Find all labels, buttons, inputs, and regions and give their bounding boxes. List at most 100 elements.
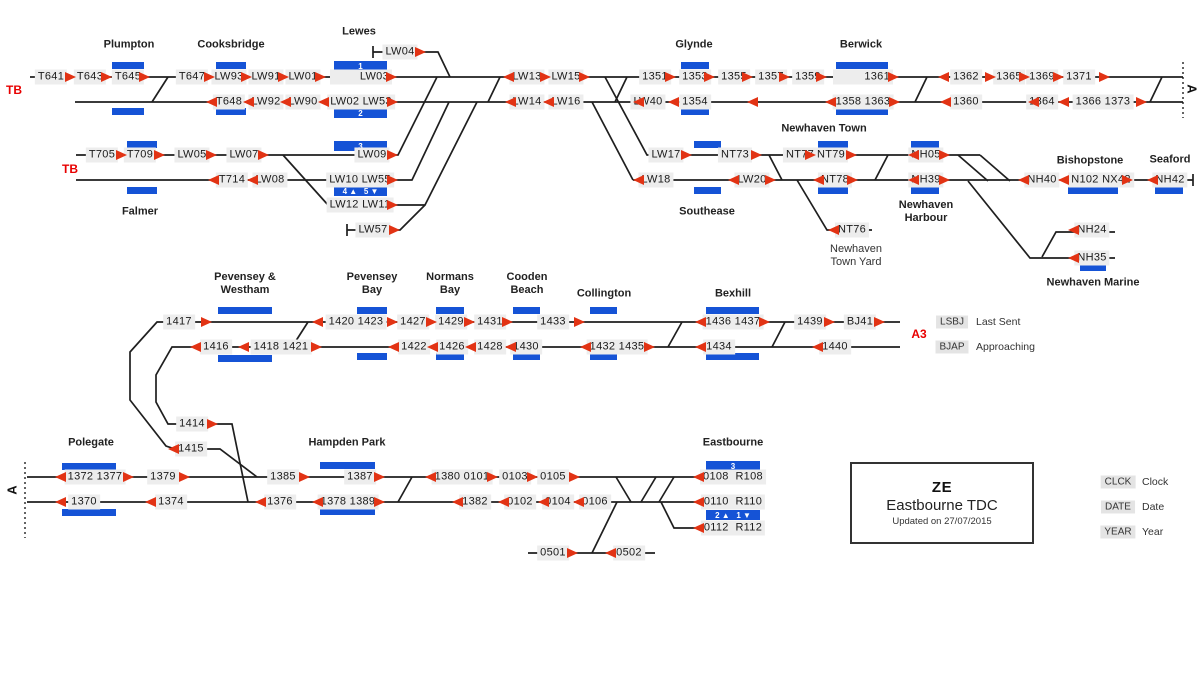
berth-1416[interactable]: 1416: [200, 339, 232, 355]
berth-1430[interactable]: 1430: [510, 339, 542, 355]
berth-1432-1435[interactable]: 1432 1435: [586, 339, 648, 355]
berth-NT76[interactable]: NT76: [834, 222, 870, 238]
berth-1372-1377[interactable]: 1372 1377: [64, 469, 126, 485]
berth-NH24[interactable]: NH24: [1074, 222, 1110, 238]
berth-LW04[interactable]: LW04: [382, 44, 418, 60]
berth-1420-1423[interactable]: 1420 1423: [325, 314, 387, 330]
platform-bar: [436, 353, 464, 360]
berth-LW07[interactable]: LW07: [226, 147, 262, 163]
berth-T645[interactable]: T645: [111, 69, 145, 85]
berth-1355[interactable]: 1355: [718, 69, 750, 85]
berth-T705[interactable]: T705: [85, 147, 119, 163]
berth-1369[interactable]: 1369: [1026, 69, 1058, 85]
berth-NH42[interactable]: NH42: [1152, 172, 1188, 188]
berth-LW20[interactable]: LW20: [734, 172, 770, 188]
berth-1357[interactable]: 1357: [755, 69, 787, 85]
berth-0106[interactable]: 0106: [579, 494, 611, 510]
berth-1422[interactable]: 1422: [398, 339, 430, 355]
platform-bar: [436, 307, 464, 314]
berth-1382[interactable]: 1382: [459, 494, 491, 510]
berth-1366-1373[interactable]: 1366 1373: [1072, 94, 1134, 110]
berth-1380-0101[interactable]: 1380 0101: [431, 469, 493, 485]
berth-1414[interactable]: 1414: [176, 416, 208, 432]
berth-1415[interactable]: 1415: [175, 441, 207, 457]
berth-T709[interactable]: T709: [123, 147, 157, 163]
berth-LW02-LW53[interactable]: LW02 LW53: [327, 94, 395, 110]
direction-arrow-left: [145, 497, 156, 507]
berth-1417[interactable]: 1417: [163, 314, 195, 330]
berth-1418-1421[interactable]: 1418 1421: [250, 339, 312, 355]
berth-LW91[interactable]: LW91: [248, 69, 284, 85]
berth-0105[interactable]: 0105: [537, 469, 569, 485]
berth-1360[interactable]: 1360: [950, 94, 982, 110]
berth-1354[interactable]: 1354: [679, 94, 711, 110]
berth-1434[interactable]: 1434: [703, 339, 735, 355]
berth-LW03[interactable]: LW03: [330, 69, 392, 85]
berth-LW13[interactable]: LW13: [509, 69, 545, 85]
berth-LW16[interactable]: LW16: [548, 94, 584, 110]
berth-1379[interactable]: 1379: [147, 469, 179, 485]
berth-NT73[interactable]: NT73: [717, 147, 753, 163]
berth-LW05[interactable]: LW05: [174, 147, 210, 163]
berth-1358-1363[interactable]: 1358 1363: [832, 94, 894, 110]
berth-T641[interactable]: T641: [34, 69, 68, 85]
berth-LW09[interactable]: LW09: [354, 147, 390, 163]
berth-T643[interactable]: T643: [73, 69, 107, 85]
platform-bar: [681, 62, 709, 69]
direction-arrow-right: [154, 150, 165, 160]
berth-LW17[interactable]: LW17: [648, 147, 684, 163]
berth-BJ41[interactable]: BJ41: [843, 314, 877, 330]
berth-1353[interactable]: 1353: [679, 69, 711, 85]
berth-1433[interactable]: 1433: [537, 314, 569, 330]
berth-0103[interactable]: 0103: [499, 469, 531, 485]
berth-0110-R110[interactable]: 0110 R110: [700, 494, 766, 510]
berth-1362[interactable]: 1362: [950, 69, 982, 85]
berth-1428[interactable]: 1428: [474, 339, 506, 355]
berth-1439[interactable]: 1439: [794, 314, 826, 330]
berth-1426[interactable]: 1426: [436, 339, 468, 355]
berth-LW57[interactable]: LW57: [355, 222, 391, 238]
berth-T647[interactable]: T647: [175, 69, 209, 85]
platform-bar: [818, 141, 848, 148]
berth-1387[interactable]: 1387: [344, 469, 376, 485]
berth-0104[interactable]: 0104: [542, 494, 574, 510]
berth-1351[interactable]: 1351: [639, 69, 671, 85]
berth-LW15[interactable]: LW15: [548, 69, 584, 85]
berth-1365[interactable]: 1365: [993, 69, 1025, 85]
berth-LW14[interactable]: LW14: [509, 94, 545, 110]
berth-LW92[interactable]: LW92: [248, 94, 284, 110]
berth-LW90[interactable]: LW90: [285, 94, 321, 110]
berth-LW12-LW11[interactable]: LW12 LW11: [326, 197, 394, 213]
berth-NH35[interactable]: NH35: [1074, 250, 1110, 266]
berth-1429[interactable]: 1429: [435, 314, 467, 330]
berth-0102[interactable]: 0102: [504, 494, 536, 510]
berth-1385[interactable]: 1385: [267, 469, 299, 485]
berth-0502[interactable]: 0502: [613, 545, 645, 561]
berth-1378-1389[interactable]: 1378 1389: [317, 494, 379, 510]
berth-T648[interactable]: T648: [212, 94, 246, 110]
berth-0108-R108[interactable]: 0108 R108: [700, 469, 766, 485]
berth-1431[interactable]: 1431: [474, 314, 506, 330]
berth-T714[interactable]: T714: [215, 172, 249, 188]
berth-NT79[interactable]: NT79: [813, 147, 849, 163]
berth-1376[interactable]: 1376: [264, 494, 296, 510]
berth-LW93[interactable]: LW93: [211, 69, 247, 85]
berth-1370[interactable]: 1370: [68, 494, 100, 510]
berth-0501[interactable]: 0501: [537, 545, 569, 561]
berth-1361[interactable]: 1361: [833, 69, 893, 85]
berth-LW18[interactable]: LW18: [638, 172, 674, 188]
berth-1359[interactable]: 1359: [792, 69, 824, 85]
direction-arrow-right: [65, 72, 76, 82]
berth-1374[interactable]: 1374: [155, 494, 187, 510]
berth-NT78[interactable]: NT78: [817, 172, 853, 188]
berth-0112-R112[interactable]: 0112 R112: [700, 520, 766, 536]
berth-LW08[interactable]: LW08: [252, 172, 288, 188]
berth-1371[interactable]: 1371: [1063, 69, 1095, 85]
berth-1436-1437[interactable]: 1436 1437: [702, 314, 764, 330]
berth-LW10-LW55[interactable]: LW10 LW55: [326, 172, 394, 188]
berth-1427[interactable]: 1427: [397, 314, 429, 330]
direction-arrow-left: [312, 497, 323, 507]
berth-NH40[interactable]: NH40: [1024, 172, 1060, 188]
berth-1440[interactable]: 1440: [819, 339, 851, 355]
berth-LW01[interactable]: LW01: [285, 69, 321, 85]
